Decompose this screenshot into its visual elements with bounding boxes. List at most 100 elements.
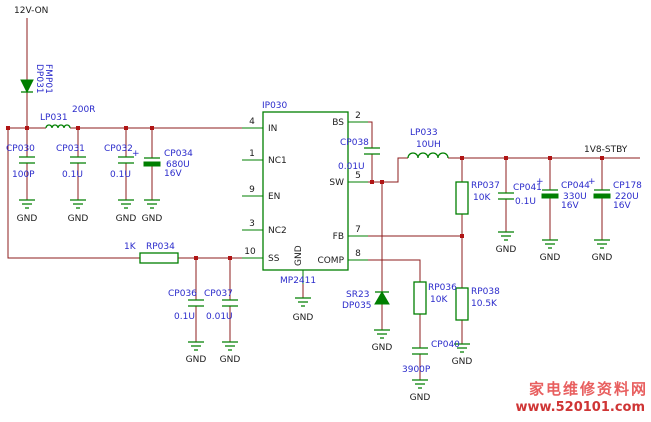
cp178-ref: CP178 <box>613 181 642 191</box>
gnd-label: GND <box>452 357 473 367</box>
diode-dp031 <box>20 79 34 94</box>
net-labels: 12V-ON 1V8-STBY <box>14 6 628 155</box>
gnd-label: GND <box>142 214 163 224</box>
pin-number-3: 3 <box>249 219 255 229</box>
cp036-ref: CP036 <box>168 289 197 299</box>
lp031-ref: LP031 <box>40 113 68 123</box>
cp036-value: 0.1U <box>174 312 195 322</box>
cp034-ref: CP034 <box>164 149 193 159</box>
resistor-rp037 <box>455 181 469 215</box>
wire-right-section <box>302 121 640 380</box>
cp178-voltage: 16V <box>613 201 631 211</box>
inductor-lp033 <box>407 152 449 159</box>
watermark-site-url: www.520101.com <box>515 400 645 415</box>
watermark-site-name: 家电维修资料网 <box>529 380 648 398</box>
dp031-value: FMP01 <box>43 64 53 94</box>
ic-ip030: IP030 MP2411 4 1 9 3 10 2 5 7 8 IN NC1 E… <box>242 101 368 286</box>
wires <box>7 18 640 380</box>
electrolytic-cp034-plate <box>143 161 161 167</box>
lp033-value: 10UH <box>416 140 441 150</box>
electrolytic-cp178-plate <box>593 193 611 199</box>
pin-name-nc2: NC2 <box>268 226 287 236</box>
cp031-value: 0.1U <box>62 170 83 180</box>
lp031-value: 200R <box>72 105 95 115</box>
gnd-label: GND <box>220 355 241 365</box>
gnd-label: GND <box>17 214 38 224</box>
pin-name-ss: SS <box>268 254 280 264</box>
cp034-plus-sign: + <box>132 149 140 159</box>
rp038-ref: RP038 <box>471 287 500 297</box>
gnd-label: GND <box>496 245 517 255</box>
pin-number-2: 2 <box>355 111 361 121</box>
gnd-label: GND <box>372 343 393 353</box>
pin-name-en: EN <box>268 192 280 202</box>
pin-name-gnd: GND <box>294 245 304 266</box>
cp040-value: 3900P <box>402 365 431 375</box>
pin-name-sw: SW <box>329 178 344 188</box>
cp037-ref: CP037 <box>204 289 233 299</box>
cp034-value: 680U <box>166 160 190 170</box>
resistor-rp038 <box>455 287 469 321</box>
rp036-value: 10K <box>430 295 448 305</box>
electrolytic-cp044-plate <box>541 193 559 199</box>
resistors <box>139 181 469 321</box>
dp031-ref: DP031 <box>34 64 44 94</box>
pin-name-nc1: NC1 <box>268 156 287 166</box>
cp037-value: 0.01U <box>206 312 233 322</box>
gnd-label: GND <box>592 253 613 263</box>
gnd-label: GND <box>68 214 89 224</box>
ic-body <box>262 111 349 271</box>
pin-name-comp: COMP <box>317 256 344 266</box>
watermark: 家电维修资料网 www.520101.com <box>515 379 648 416</box>
cp034-voltage: 16V <box>164 169 182 179</box>
junction-dot-set <box>6 126 604 260</box>
lp033-ref: LP033 <box>410 128 438 138</box>
cp044-voltage: 16V <box>561 201 579 211</box>
pin-name-in: IN <box>268 124 277 134</box>
junction-dots <box>6 126 604 260</box>
cp044-plus-sign: + <box>536 177 544 187</box>
cp031-ref: CP031 <box>56 144 85 154</box>
capacitor-plates <box>19 147 514 355</box>
gnd-label: GND <box>293 313 314 323</box>
diodes <box>20 79 390 305</box>
capacitors <box>19 147 611 355</box>
gnd-label: GND <box>186 355 207 365</box>
ic-part-label: MP2411 <box>280 276 316 286</box>
cp044-ref: CP044 <box>561 181 590 191</box>
rp034-ref: RP034 <box>146 242 175 252</box>
pin-name-bs: BS <box>332 118 344 128</box>
diode-dp035 <box>374 291 390 305</box>
rp036-ref: RP036 <box>428 283 457 293</box>
gnd-label: GND <box>410 393 431 403</box>
rp034-value: 1K <box>124 242 137 252</box>
rp037-ref: RP037 <box>471 181 500 191</box>
resistor-rp036 <box>413 281 427 315</box>
inductor-lp031 <box>45 124 71 129</box>
dp035-ref: DP035 <box>342 301 372 311</box>
electrolytic-top-plates <box>144 157 610 191</box>
cp030-ref: CP030 <box>6 144 35 154</box>
rp037-value: 10K <box>473 193 491 203</box>
net-label-12v-on: 12V-ON <box>14 6 48 16</box>
pin-name-fb: FB <box>333 232 344 242</box>
cp044-value: 330U <box>563 192 587 202</box>
gnd-symbol-bars <box>19 199 610 389</box>
net-label-1v8-stby: 1V8-STBY <box>584 145 628 155</box>
cp032-ref: CP032 <box>104 144 133 154</box>
pin-number-4: 4 <box>249 117 255 127</box>
gnd-label: GND <box>540 253 561 263</box>
ground-symbols: GND GND GND GND GND GND GND GND GND GND … <box>17 199 613 403</box>
cp041-ref: CP041 <box>513 183 542 193</box>
cp030-value: 100P <box>12 170 35 180</box>
cp032-value: 0.1U <box>110 170 131 180</box>
resistor-rp034 <box>139 252 179 264</box>
dp035-type: SR23 <box>346 290 369 300</box>
cp041-value: 0.1U <box>515 197 536 207</box>
ic-pin-stubs <box>242 121 368 284</box>
component-labels: DP031 FMP01 LP031 200R CP030 100P CP031 … <box>6 64 642 375</box>
cp038-value: 0.01U <box>338 162 365 172</box>
pin-number-8: 8 <box>355 249 361 259</box>
